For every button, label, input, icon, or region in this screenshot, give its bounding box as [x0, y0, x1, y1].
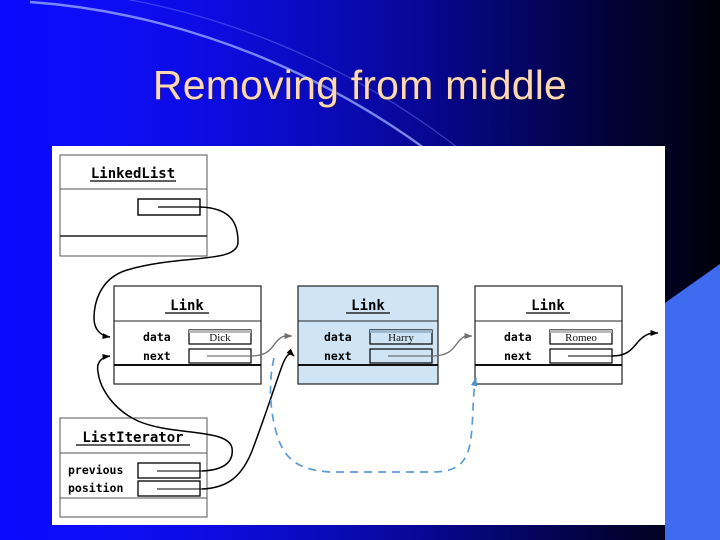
box-link-romeo[interactable]: Link data Romeo next	[474, 285, 623, 385]
field-value-data-harry[interactable]: Harry	[369, 329, 433, 345]
box-listiterator[interactable]: ListIterator previous position	[59, 417, 208, 518]
field-value-next-dick[interactable]	[188, 348, 253, 364]
box-title-listiterator: ListIterator	[82, 430, 183, 446]
field-label-next-romeo: next	[504, 349, 532, 363]
value-dick: Dick	[209, 332, 231, 344]
box-title-link-harry: Link	[351, 298, 385, 314]
field-label-data-romeo: data	[504, 330, 532, 344]
arrow-position-to-harry	[201, 348, 295, 490]
field-label-data-harry: data	[324, 330, 352, 344]
arrow-harry-next-to-romeo	[431, 332, 473, 357]
field-label-next-harry: next	[324, 349, 352, 363]
page-title: Removing from middle	[152, 62, 568, 108]
field-label-previous: previous	[68, 463, 123, 477]
value-harry: Harry	[388, 332, 414, 344]
field-label-data-dick: data	[143, 330, 171, 344]
field-label-position: position	[68, 481, 123, 495]
arrow-dashed-bypass-harry	[269, 357, 478, 473]
field-label-next-dick: next	[143, 349, 171, 363]
linked-list-diagram: LinkedList Link data Dick	[59, 154, 659, 518]
field-value-previous[interactable]	[137, 462, 202, 479]
arrow-linkedlist-to-dick	[93, 206, 239, 340]
box-title-link-romeo: Link	[531, 298, 565, 314]
box-linkedlist[interactable]: LinkedList	[59, 154, 208, 257]
field-value-data-dick[interactable]: Dick	[188, 329, 252, 345]
field-value-data-romeo[interactable]: Romeo	[549, 329, 613, 345]
box-title-link-dick: Link	[170, 298, 204, 314]
value-romeo: Romeo	[565, 332, 597, 344]
arrow-romeo-next-out	[611, 330, 659, 357]
field-value-position[interactable]	[137, 480, 202, 497]
box-title-linkedlist: LinkedList	[91, 166, 175, 182]
diagram-panel: LinkedList Link data Dick	[52, 146, 665, 525]
field-value-next-harry[interactable]	[369, 348, 434, 364]
box-link-harry[interactable]: Link data Harry next	[297, 285, 439, 385]
box-link-dick[interactable]: Link data Dick next	[113, 285, 262, 385]
field-value-next-romeo[interactable]	[549, 348, 614, 364]
arrow-dick-next-to-harry	[250, 332, 293, 357]
arrow-previous-to-dick	[96, 353, 233, 472]
field-linkedlist-head[interactable]	[137, 198, 202, 216]
